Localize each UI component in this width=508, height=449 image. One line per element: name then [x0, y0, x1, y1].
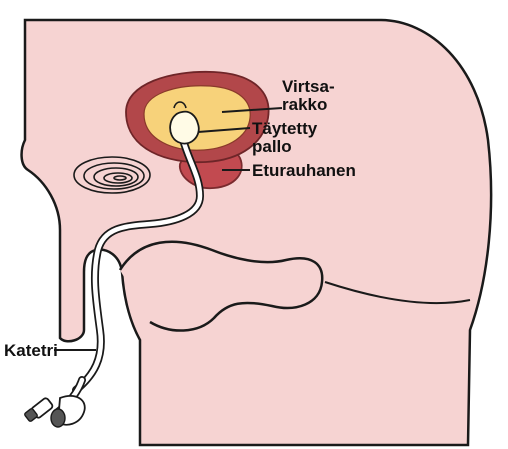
body-silhouette [22, 20, 492, 445]
label-balloon-line2: pallo [252, 137, 292, 156]
label-bladder-line2: rakko [282, 95, 327, 114]
label-catheter: Katetri [4, 341, 58, 360]
label-bladder-line1: Virtsa- [282, 77, 335, 96]
catheter-connector-left [24, 397, 54, 422]
label-prostate: Eturauhanen [252, 161, 356, 180]
bladder-lumen [144, 86, 250, 150]
label-balloon-line1: Täytetty [252, 119, 318, 138]
catheter-connector-right [51, 396, 85, 427]
